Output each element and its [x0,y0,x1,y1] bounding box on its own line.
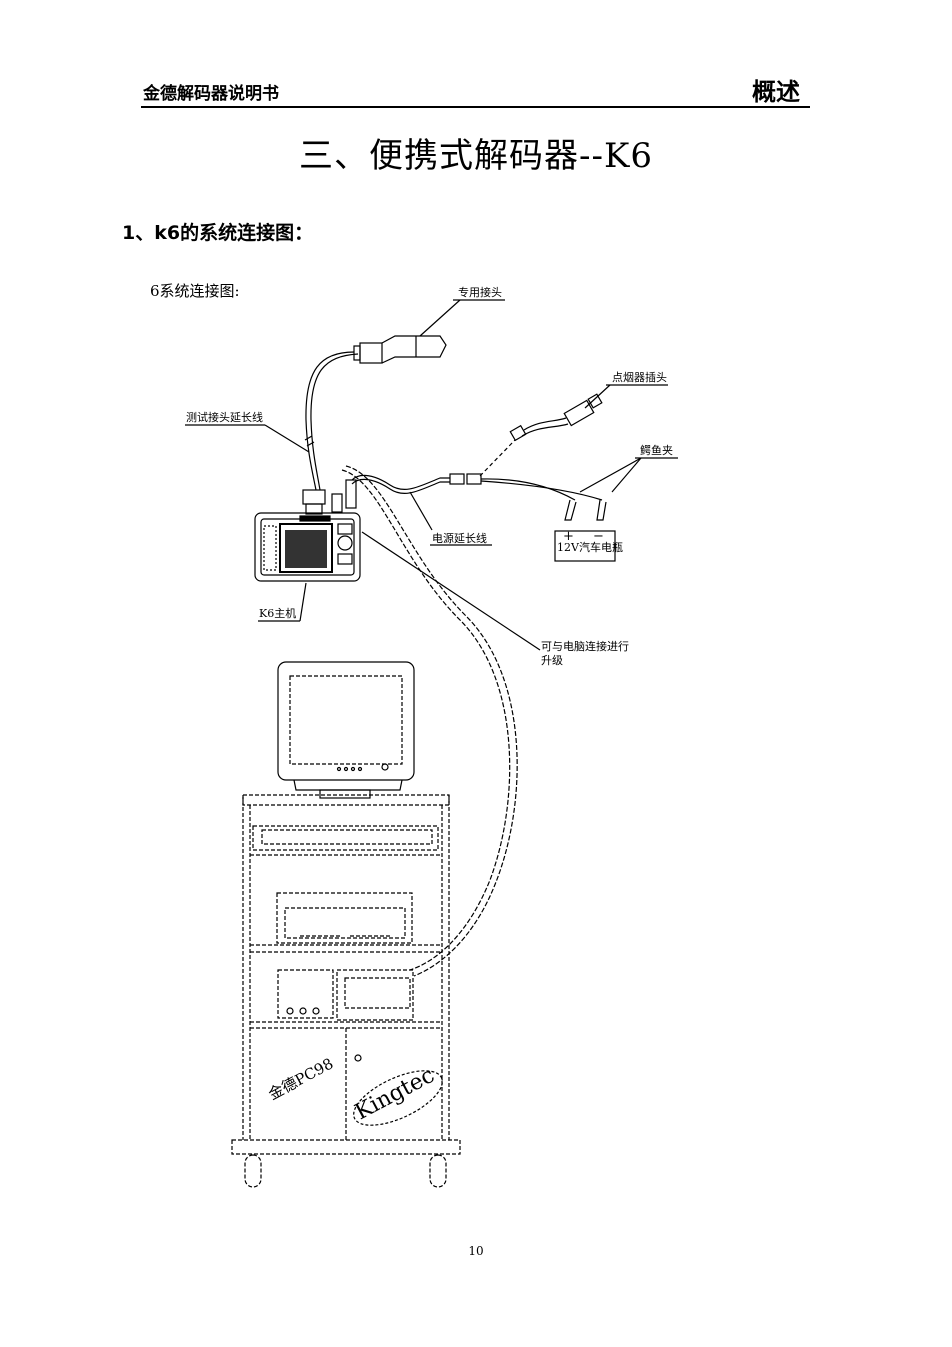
leader-cigarette-plug [584,384,611,409]
k6-host-device [254,512,361,582]
battery-minus: − [593,529,604,544]
special-connector-icon [353,335,447,364]
test-extension-cable [305,351,355,491]
page-title: 三、便携式解码器--K6 [298,136,653,176]
label-cabinet: 金德PC98 [265,1054,336,1103]
label-test-extension: 测试接头延长线 [186,410,263,424]
leader-k6-host [299,582,307,622]
label-pc-upgrade-2: 升级 [541,654,563,667]
power-extension-cable [351,474,450,490]
label-alligator-clip: 鳄鱼夹 [640,443,673,457]
db-connector [302,489,326,505]
pc-cable [341,469,511,971]
leader-special-connector [419,299,461,337]
label-pc-upgrade-1: 可与电脑连接进行 [541,640,629,653]
leader-test-extension [264,424,310,453]
label-power-extension: 电源延长线 [432,531,487,545]
page-number: 10 [468,1244,484,1258]
header-section: 概述 [752,78,800,106]
label-k6-host: K6主机 [259,606,296,620]
header-rule [141,106,810,108]
alligator-clip-plus [564,499,577,521]
section-heading: 1、k6的系统连接图： [122,222,314,244]
leader-pc-upgrade [361,531,541,651]
label-special-connector: 专用接头 [458,285,502,299]
brand-logo-text: Kingtec [351,1063,439,1125]
car-battery [554,530,616,562]
battery-plus: + [563,529,574,544]
monitor [277,661,415,799]
alligator-clip-minus [596,499,607,521]
cigarette-plug-icon [509,393,603,442]
computer-cart [231,794,461,1188]
figure-caption: 6系统连接图: [150,282,240,300]
label-battery: 12V汽车电瓶 [557,540,623,554]
leader-power-extension [409,491,433,531]
label-cigarette-plug: 点烟器插头 [612,370,667,384]
brand-stamp [353,1070,443,1126]
header-title: 金德解码器说明书 [143,84,279,104]
